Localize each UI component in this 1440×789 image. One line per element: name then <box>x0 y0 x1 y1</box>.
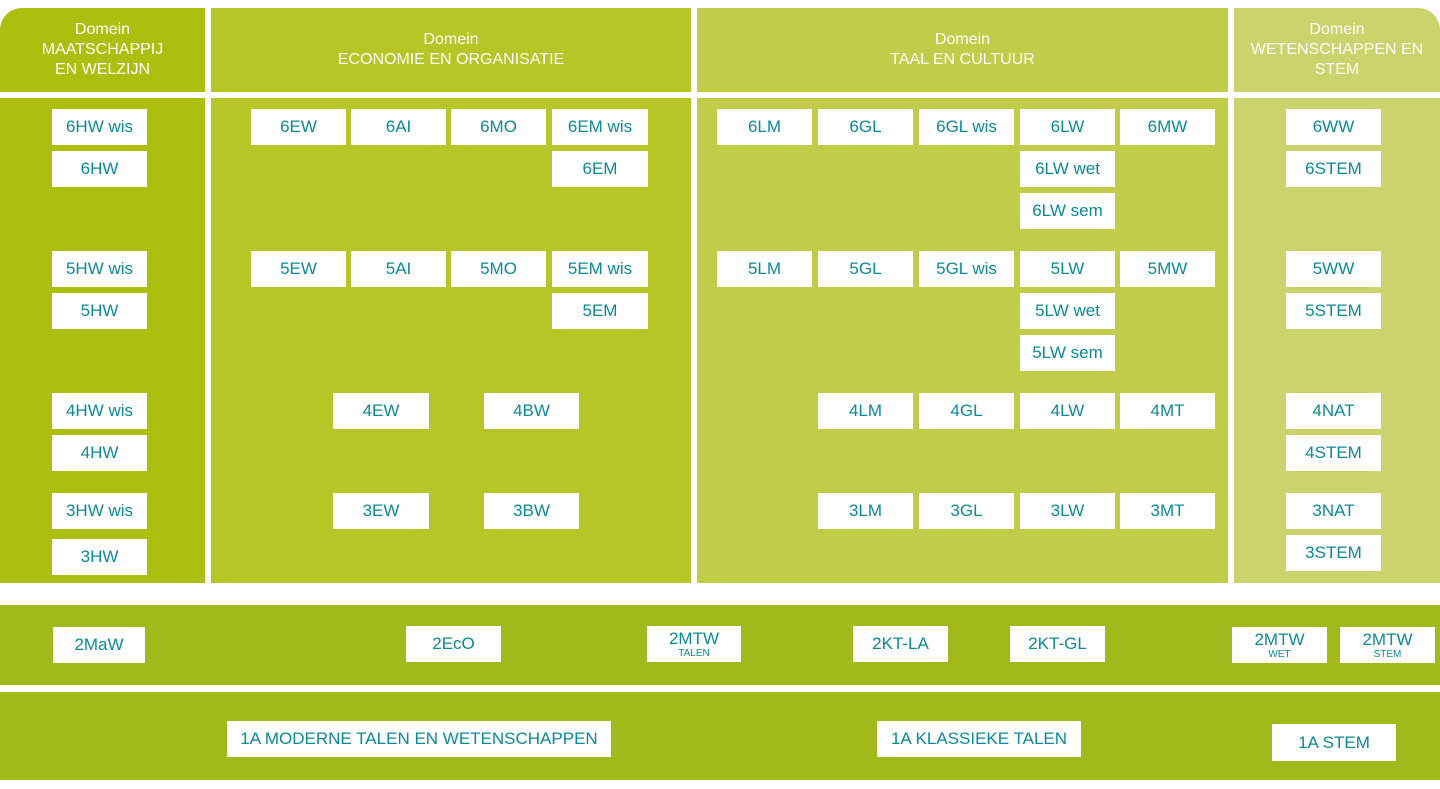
course-box-5ew[interactable]: 5EW <box>251 251 346 287</box>
domain-label: Domein <box>423 31 479 48</box>
course-box-6em[interactable]: 6EM <box>552 151 648 187</box>
course-code: 2MaW <box>74 635 124 654</box>
domain-name: ECONOMIE EN ORGANISATIE <box>337 51 565 68</box>
course-box-6mo[interactable]: 6MO <box>451 109 546 145</box>
course-box-6lw-wet[interactable]: 6LW wet <box>1020 151 1115 187</box>
domain-name: WETENSCHAPPEN EN <box>1250 41 1424 58</box>
course-box-6gl-wis[interactable]: 6GL wis <box>919 109 1014 145</box>
course-box-6mw[interactable]: 6MW <box>1120 109 1215 145</box>
course-code: 2MTW <box>1254 629 1305 649</box>
course-code: 2EcO <box>432 634 475 653</box>
course-box-1a-klassieke-talen[interactable]: 1A KLASSIEKE TALEN <box>877 721 1081 757</box>
course-box-6em-wis[interactable]: 6EM wis <box>552 109 648 145</box>
course-box-1a-moderne-talen[interactable]: 1A MODERNE TALEN EN WETENSCHAPPEN <box>227 721 611 757</box>
course-box-3stem[interactable]: 3STEM <box>1286 535 1381 571</box>
course-box-4nat[interactable]: 4NAT <box>1286 393 1381 429</box>
course-box-5lw[interactable]: 5LW <box>1020 251 1115 287</box>
course-box-5em-wis[interactable]: 5EM wis <box>552 251 648 287</box>
domain-name-cont: EN WELZIJN <box>54 61 151 78</box>
course-box-6lw[interactable]: 6LW <box>1020 109 1115 145</box>
domain-header-wetenschappen: Domein WETENSCHAPPEN EN STEM <box>1234 8 1440 92</box>
course-box-4bw[interactable]: 4BW <box>484 393 579 429</box>
course-box-2maw[interactable]: 2MaW <box>53 627 145 663</box>
course-box-6ai[interactable]: 6AI <box>351 109 446 145</box>
domain-name: MAATSCHAPPIJ <box>41 41 164 58</box>
course-box-5lw-wet[interactable]: 5LW wet <box>1020 293 1115 329</box>
course-box-5hw[interactable]: 5HW <box>52 293 147 329</box>
course-box-3nat[interactable]: 3NAT <box>1286 493 1381 529</box>
course-box-6ww[interactable]: 6WW <box>1286 109 1381 145</box>
domain-label: Domein <box>74 21 131 38</box>
course-box-4gl[interactable]: 4GL <box>919 393 1014 429</box>
course-box-4mt[interactable]: 4MT <box>1120 393 1215 429</box>
domain-label: Domein <box>934 31 991 48</box>
course-box-5mw[interactable]: 5MW <box>1120 251 1215 287</box>
course-box-1a-stem[interactable]: 1A STEM <box>1272 724 1396 761</box>
course-box-5lw-sem[interactable]: 5LW sem <box>1020 335 1115 371</box>
domain-header-taal: Domein TAAL EN CULTUUR <box>697 8 1228 92</box>
course-box-5mo[interactable]: 5MO <box>451 251 546 287</box>
course-box-5ai[interactable]: 5AI <box>351 251 446 287</box>
course-box-4ew[interactable]: 4EW <box>333 393 429 429</box>
course-box-2kt-gl[interactable]: 2KT-GL <box>1010 626 1105 662</box>
course-box-5lm[interactable]: 5LM <box>717 251 812 287</box>
course-box-5stem[interactable]: 5STEM <box>1286 293 1381 329</box>
course-box-2eco[interactable]: 2EcO <box>406 626 501 662</box>
course-box-6gl[interactable]: 6GL <box>818 109 913 145</box>
course-track: TALEN <box>678 647 710 659</box>
course-box-4stem[interactable]: 4STEM <box>1286 435 1381 471</box>
course-box-2kt-la[interactable]: 2KT-LA <box>853 626 948 662</box>
course-code: 2MTW <box>668 628 720 648</box>
course-box-3hw[interactable]: 3HW <box>52 539 147 575</box>
course-box-3hw-wis[interactable]: 3HW wis <box>52 493 147 529</box>
course-box-5hw-wis[interactable]: 5HW wis <box>52 251 147 287</box>
course-box-5gl-wis[interactable]: 5GL wis <box>919 251 1014 287</box>
course-track: STEM <box>1373 648 1402 660</box>
course-box-5em[interactable]: 5EM <box>552 293 648 329</box>
course-box-3bw[interactable]: 3BW <box>484 493 579 529</box>
course-box-3lm[interactable]: 3LM <box>818 493 913 529</box>
domain-label: Domein <box>1309 21 1365 38</box>
course-box-6hw[interactable]: 6HW <box>52 151 147 187</box>
course-track: WET <box>1268 648 1291 660</box>
course-box-2mtw-wet[interactable]: 2MTW WET <box>1232 627 1327 663</box>
course-box-6hw-wis[interactable]: 6HW wis <box>52 109 147 145</box>
course-box-2mtw-stem[interactable]: 2MTW STEM <box>1340 627 1435 663</box>
domain-name-cont: STEM <box>1314 61 1360 78</box>
course-box-6stem[interactable]: 6STEM <box>1286 151 1381 187</box>
course-box-5gl[interactable]: 5GL <box>818 251 913 287</box>
course-box-4lm[interactable]: 4LM <box>818 393 913 429</box>
course-box-5ww[interactable]: 5WW <box>1286 251 1381 287</box>
domain-header-economie: Domein ECONOMIE EN ORGANISATIE <box>211 8 691 92</box>
domain-header-maatschappij: Domein MAATSCHAPPIJ EN WELZIJN <box>0 8 205 92</box>
course-code: 2MTW <box>1362 629 1413 649</box>
course-box-6ew[interactable]: 6EW <box>251 109 346 145</box>
course-box-4lw[interactable]: 4LW <box>1020 393 1115 429</box>
course-box-3mt[interactable]: 3MT <box>1120 493 1215 529</box>
course-box-6lm[interactable]: 6LM <box>717 109 812 145</box>
first-grade-band <box>0 692 1440 780</box>
course-box-6lw-sem[interactable]: 6LW sem <box>1020 193 1115 229</box>
course-box-4hw[interactable]: 4HW <box>52 435 147 471</box>
course-code: 2KT-LA <box>872 634 929 653</box>
course-box-2mtw-talen[interactable]: 2MTW TALEN <box>647 626 741 662</box>
course-box-3lw[interactable]: 3LW <box>1020 493 1115 529</box>
course-box-4hw-wis[interactable]: 4HW wis <box>52 393 147 429</box>
course-box-3gl[interactable]: 3GL <box>919 493 1014 529</box>
domain-name: TAAL EN CULTUUR <box>890 51 1035 68</box>
course-code: 2KT-GL <box>1028 634 1087 653</box>
course-box-3ew[interactable]: 3EW <box>333 493 429 529</box>
